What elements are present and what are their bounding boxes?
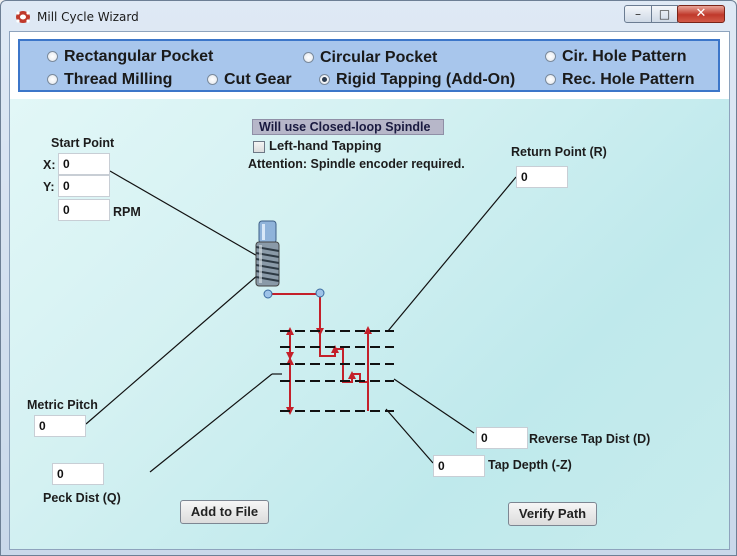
reverse-tap-dist-label: Reverse Tap Dist (D) bbox=[529, 432, 651, 446]
leader-tap-depth bbox=[385, 408, 434, 464]
start-point-marker bbox=[263, 289, 273, 299]
app-icon bbox=[16, 11, 30, 23]
radio-indicator bbox=[207, 74, 218, 85]
leader-reverse-tap bbox=[393, 378, 475, 434]
rpm-input[interactable]: 0 bbox=[58, 199, 110, 221]
y-label: Y: bbox=[43, 180, 55, 194]
minimize-icon: – bbox=[635, 7, 641, 21]
start-point-label: Start Point bbox=[51, 136, 115, 150]
add-to-file-button[interactable]: Add to File bbox=[180, 500, 269, 524]
tapping-cycle-panel: Will use Closed-loop Spindle Left-hand T… bbox=[10, 99, 729, 549]
return-point-label: Return Point (R) bbox=[511, 145, 607, 159]
radio-cir-hole-pattern[interactable]: Cir. Hole Pattern bbox=[545, 48, 686, 66]
reverse-tap-dist-input[interactable]: 0 bbox=[476, 427, 528, 449]
radio-rec-hole-pattern[interactable]: Rec. Hole Pattern bbox=[545, 71, 694, 89]
radio-indicator bbox=[47, 74, 58, 85]
left-hand-tapping-label[interactable]: Left-hand Tapping bbox=[269, 138, 382, 153]
window-title: Mill Cycle Wizard bbox=[37, 10, 139, 24]
radio-cut-gear[interactable]: Cut Gear bbox=[207, 71, 292, 89]
leader-return-point bbox=[387, 176, 517, 332]
leader-lines bbox=[85, 170, 517, 473]
close-icon: ✕ bbox=[695, 6, 707, 21]
close-button[interactable]: ✕ bbox=[677, 5, 725, 23]
x-label: X: bbox=[43, 158, 56, 172]
return-point-marker bbox=[315, 288, 325, 298]
radio-circular-pocket[interactable]: Circular Pocket bbox=[303, 49, 437, 67]
radio-thread-milling[interactable]: Thread Milling bbox=[47, 71, 172, 89]
leader-metric-pitch bbox=[85, 274, 259, 425]
verify-path-button[interactable]: Verify Path bbox=[508, 502, 597, 526]
radio-indicator bbox=[545, 51, 556, 62]
tapping-diagram bbox=[85, 170, 517, 473]
tool-path bbox=[269, 293, 369, 411]
path-arrows bbox=[286, 326, 372, 415]
attention-text: Attention: Spindle encoder required. bbox=[248, 157, 465, 171]
tap-tool-icon bbox=[255, 220, 280, 287]
peck-dist-input[interactable]: 0 bbox=[52, 463, 104, 485]
depth-levels bbox=[280, 330, 394, 412]
title-bar[interactable]: Mill Cycle Wizard – □ ✕ bbox=[1, 1, 736, 31]
peck-dist-label: Peck Dist (Q) bbox=[43, 491, 121, 505]
radio-indicator bbox=[47, 51, 58, 62]
wizard-client-area: Rectangular Pocket Circular Pocket Cir. … bbox=[9, 31, 730, 550]
radio-rigid-tapping[interactable]: Rigid Tapping (Add-On) bbox=[319, 71, 515, 89]
return-point-input[interactable]: 0 bbox=[516, 166, 568, 188]
metric-pitch-label: Metric Pitch bbox=[27, 398, 98, 412]
tap-depth-label: Tap Depth (-Z) bbox=[488, 458, 572, 472]
maximize-icon: □ bbox=[658, 7, 671, 21]
metric-pitch-input[interactable]: 0 bbox=[34, 415, 86, 437]
start-x-input[interactable]: 0 bbox=[58, 153, 110, 175]
maximize-button[interactable]: □ bbox=[651, 5, 678, 23]
start-y-input[interactable]: 0 bbox=[58, 175, 110, 197]
leader-start-point bbox=[109, 170, 267, 262]
radio-rectangular-pocket[interactable]: Rectangular Pocket bbox=[47, 48, 213, 66]
closed-loop-notice: Will use Closed-loop Spindle bbox=[252, 119, 444, 135]
radio-indicator bbox=[303, 52, 314, 63]
tap-depth-input[interactable]: 0 bbox=[433, 455, 485, 477]
operation-selector: Rectangular Pocket Circular Pocket Cir. … bbox=[18, 39, 720, 92]
leader-peck-dist bbox=[149, 373, 273, 473]
minimize-button[interactable]: – bbox=[624, 5, 652, 23]
left-hand-tapping-checkbox[interactable] bbox=[253, 141, 265, 153]
rpm-label: RPM bbox=[113, 205, 141, 219]
radio-indicator-selected bbox=[319, 74, 330, 85]
radio-indicator bbox=[545, 74, 556, 85]
